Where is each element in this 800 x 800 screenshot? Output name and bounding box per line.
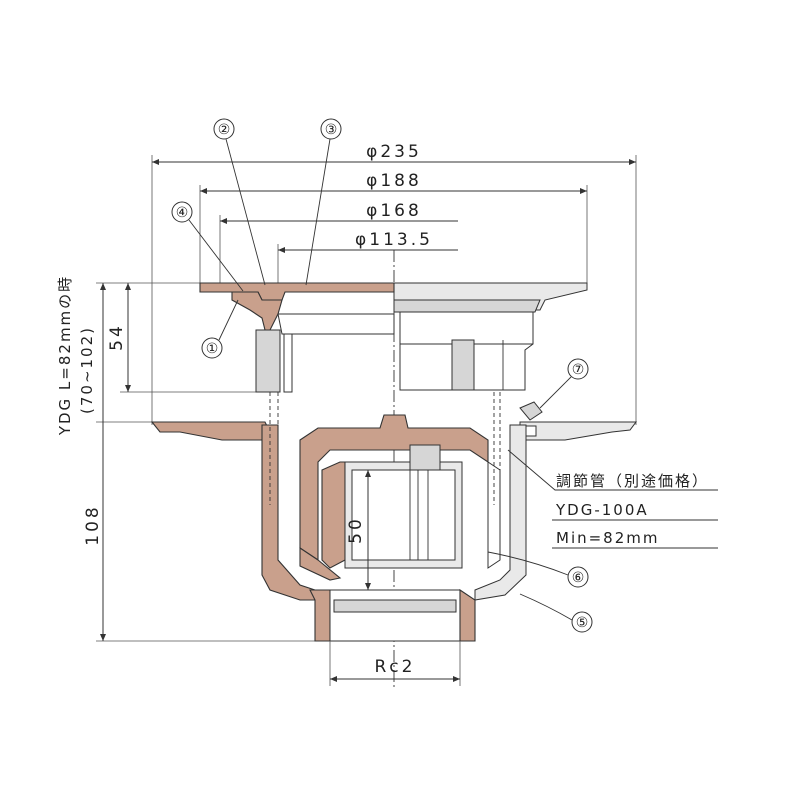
- lower-body: [150, 392, 637, 642]
- callout-6: ⑥: [487, 551, 589, 588]
- side-note-line1: YDG L=82mmの時: [56, 275, 74, 436]
- callout-7: ⑦: [539, 358, 589, 409]
- dim-phi188: φ188: [200, 171, 587, 194]
- dim-rc2-label: Rc2: [375, 657, 416, 677]
- dim-50: 50: [346, 470, 371, 590]
- callout-6-label: ⑥: [572, 570, 585, 586]
- dim-54: 54: [107, 283, 131, 392]
- callout-7-label: ⑦: [572, 362, 585, 378]
- dim-phi113: φ113.5: [278, 230, 458, 253]
- callout-1-label: ①: [206, 341, 219, 357]
- dim-phi168-label: φ168: [366, 201, 422, 221]
- dim-phi168: φ168: [220, 201, 458, 224]
- callout-5: ⑤: [519, 593, 593, 633]
- pipe-note-line3: Min=82mm: [556, 529, 660, 547]
- dim-108: 108: [83, 283, 106, 641]
- callout-3: ③: [305, 118, 342, 286]
- dim-phi235-label: φ235: [366, 142, 422, 162]
- dim-phi188-label: φ188: [366, 171, 422, 191]
- side-note-line2: (70~102): [78, 326, 96, 414]
- callout-1: ①: [201, 299, 239, 359]
- callout-3-label: ③: [325, 122, 338, 138]
- side-note: YDG L=82mmの時 (70~102): [56, 275, 96, 436]
- dim-50-label: 50: [346, 516, 366, 544]
- callout-4-label: ④: [176, 205, 189, 221]
- dim-54-label: 54: [107, 323, 127, 351]
- callout-2: ②: [213, 118, 266, 286]
- pipe-note-line2: YDG-100A: [555, 501, 649, 519]
- callout-5-label: ⑤: [576, 615, 589, 631]
- dim-phi113-label: φ113.5: [355, 230, 433, 250]
- pipe-note: 調節管（別途価格） YDG-100A Min=82mm: [507, 449, 718, 549]
- dim-108-label: 108: [83, 504, 103, 545]
- callout-2-label: ②: [218, 122, 231, 138]
- dim-rc2: Rc2: [329, 641, 461, 686]
- pipe-note-line1: 調節管（別途価格）: [556, 472, 709, 490]
- dim-phi235: φ235: [152, 142, 636, 165]
- grate-assembly: [199, 282, 588, 393]
- extension-lines: [96, 155, 637, 642]
- callout-4: ④: [171, 201, 244, 292]
